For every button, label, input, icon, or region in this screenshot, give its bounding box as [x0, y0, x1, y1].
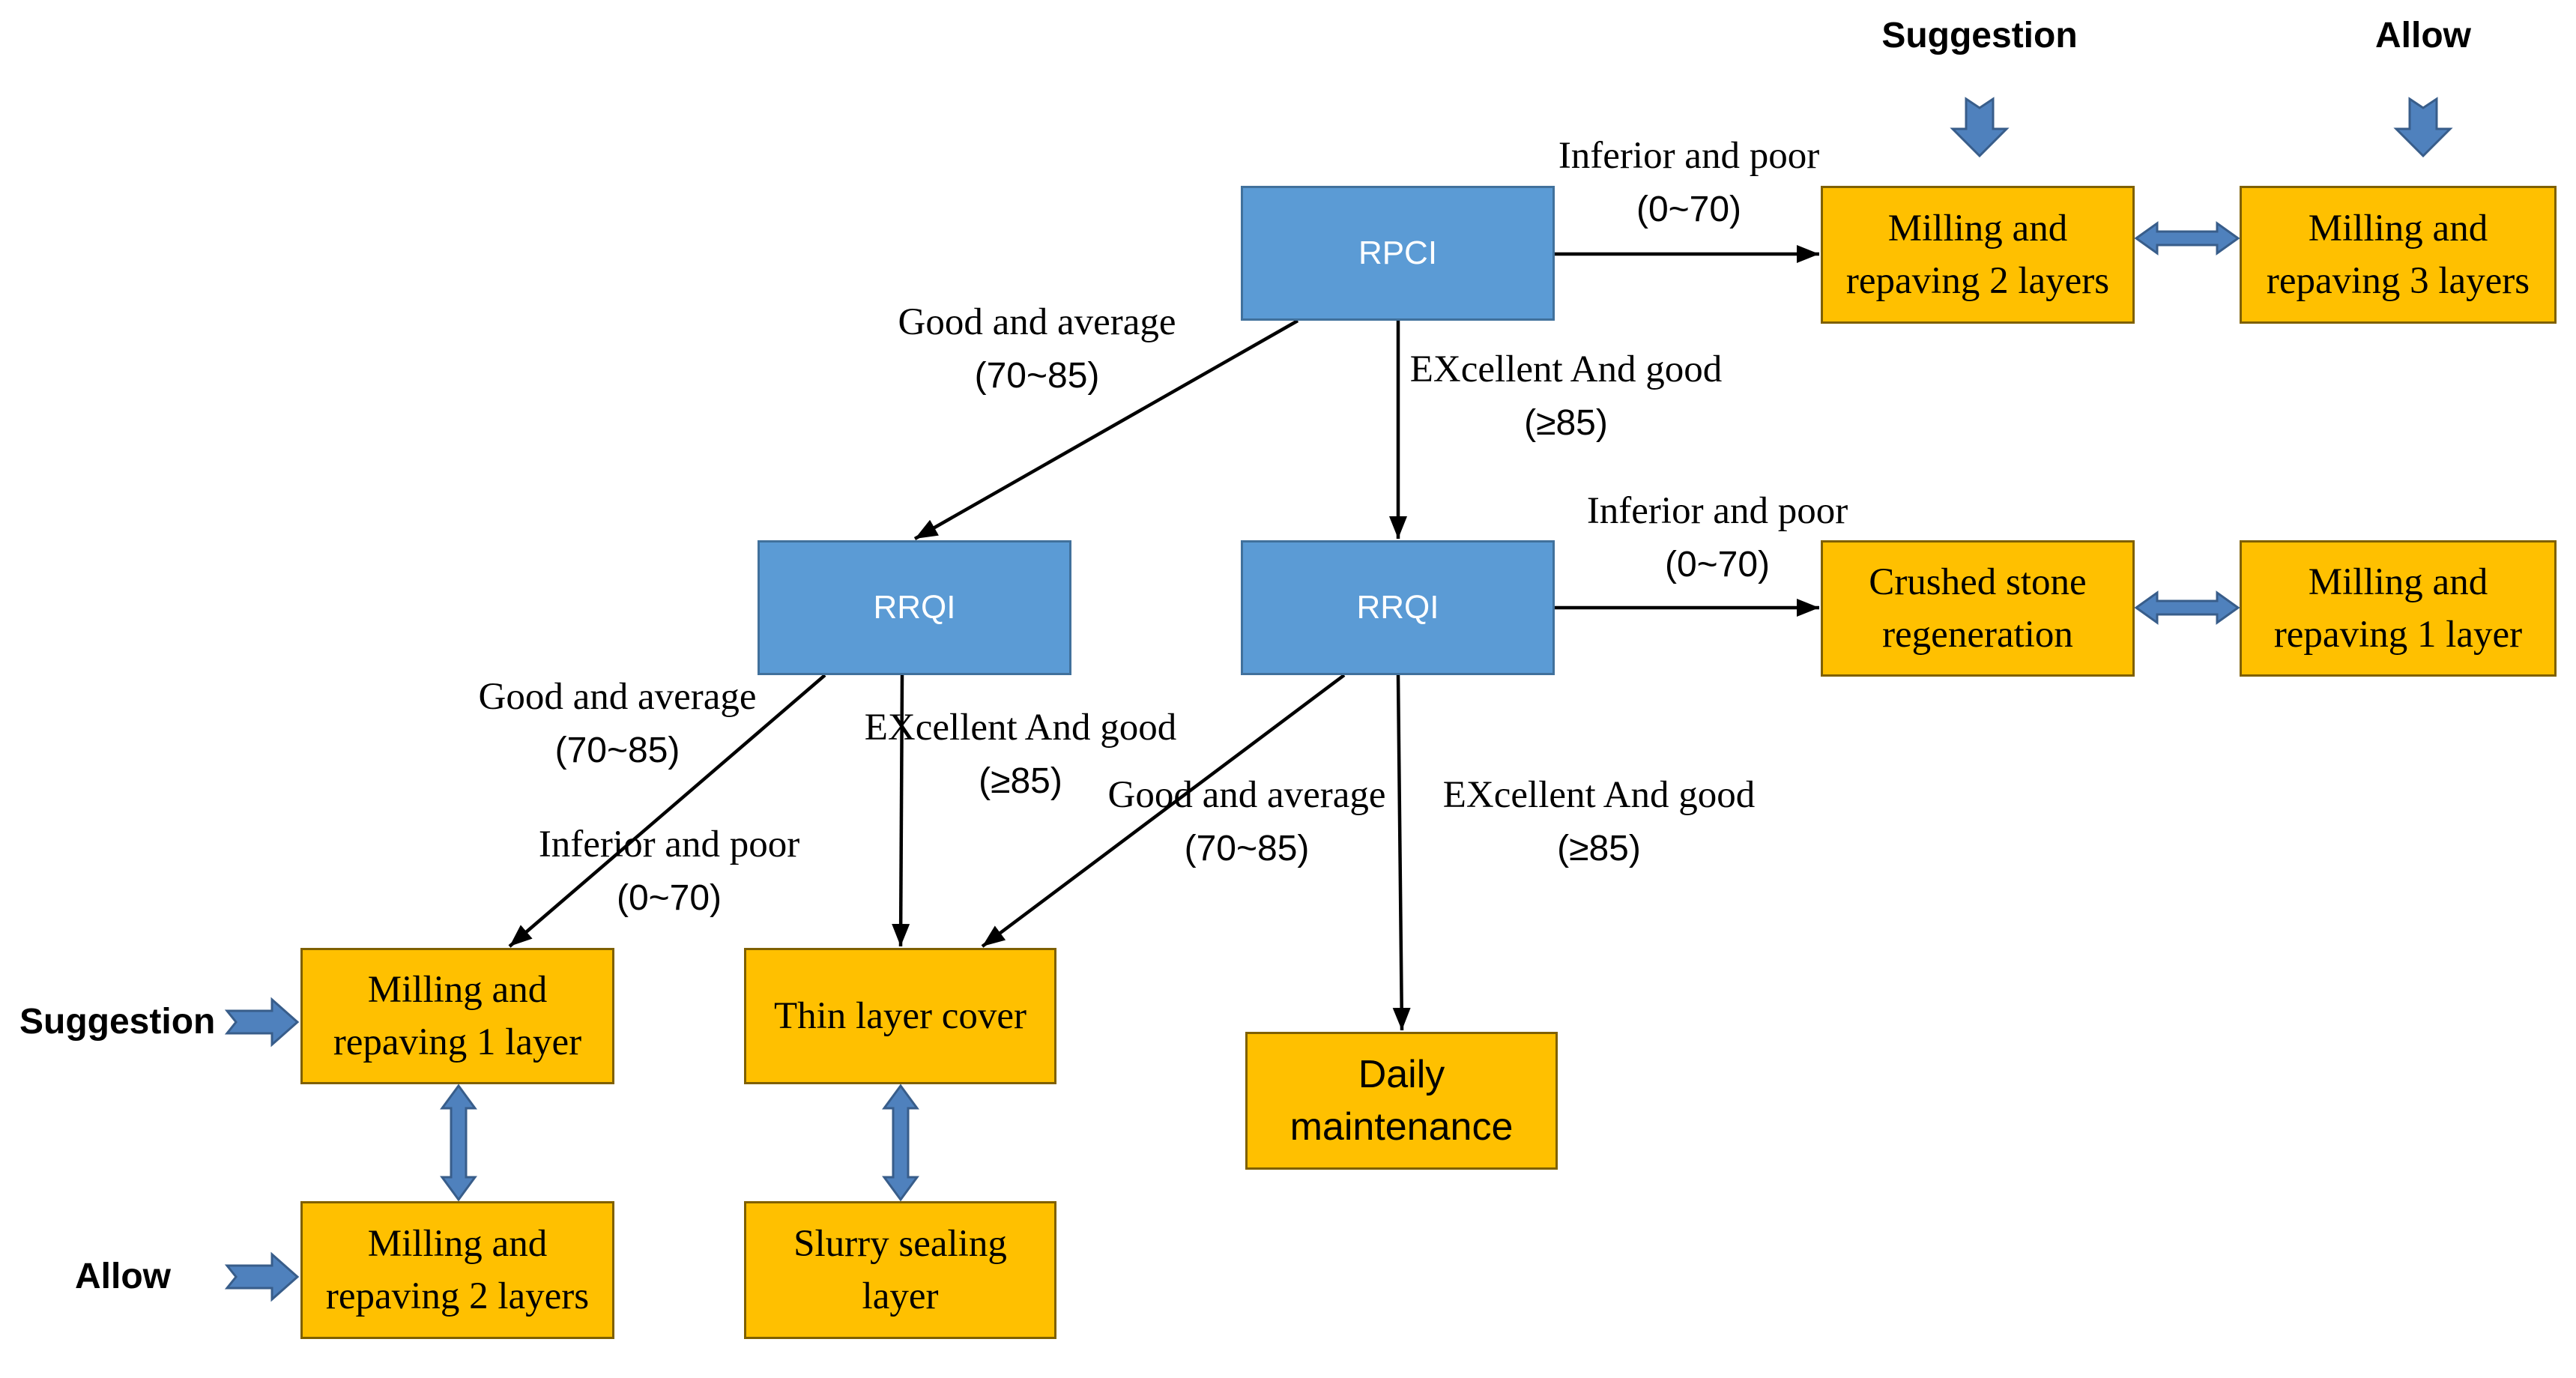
edge-label-rrqi-right-good: Good and average (70~85) — [1052, 768, 1442, 876]
node-line: Crushed stone — [1869, 561, 2087, 603]
slurry-sealing-layer-node: Slurry sealing layer — [744, 1201, 1056, 1339]
edge-label-rrqi-right-inferior: Inferior and poor (0~70) — [1523, 484, 1912, 592]
rpci-node-label: RPCI — [1358, 235, 1438, 271]
rrqi-node-left: RRQI — [758, 540, 1071, 675]
edge-range: (70~85) — [1184, 829, 1310, 868]
edge-condition: Inferior and poor — [1586, 490, 1848, 532]
rpci-node: RPCI — [1241, 186, 1555, 321]
crushed-stone-regeneration-node: Crushed stone regeneration — [1821, 540, 2135, 677]
double-arrow-top-milling-2-3 — [2134, 221, 2240, 256]
node-line: Thin layer cover — [773, 995, 1027, 1037]
node-line: Milling and — [367, 1223, 548, 1265]
edge-label-rrqi-left-good: Good and average (70~85) — [423, 670, 812, 778]
right-arrow-left-suggestion — [224, 997, 300, 1048]
node-line: repaving 1 layer — [2273, 614, 2523, 656]
node-line: repaving 1 layer — [333, 1021, 582, 1063]
node-line: regeneration — [1882, 614, 2073, 656]
edge-condition: Good and average — [1107, 774, 1386, 816]
edge-range: (0~70) — [1664, 545, 1771, 584]
arrow-rrqi-left-to-thin-layer-cover — [892, 674, 910, 947]
node-line: Milling and — [367, 969, 548, 1011]
edge-condition: Inferior and poor — [538, 824, 800, 865]
edge-label-rrqi-right-excellent: EXcellent And good (≥85) — [1404, 768, 1794, 876]
edge-condition: EXcellent And good — [864, 707, 1177, 749]
node-line: Milling and — [2308, 208, 2488, 250]
edge-condition: EXcellent And good — [1442, 774, 1756, 816]
arrow-rrqi-right-to-thin-layer-cover — [981, 674, 1346, 948]
thin-layer-cover-node: Thin layer cover — [744, 948, 1056, 1084]
edge-label-rpci-good: Good and average (70~85) — [842, 295, 1232, 403]
edge-condition: Good and average — [898, 301, 1176, 343]
right-arrow-left-allow — [224, 1251, 300, 1302]
top-milling-2-layers-node: Milling and repaving 2 layers — [1821, 186, 2135, 324]
edge-label-rrqi-left-inferior: Inferior and poor (0~70) — [474, 818, 864, 925]
node-line: repaving 2 layers — [325, 1275, 590, 1317]
arrow-rrqi-right-to-daily-maintenance — [1392, 674, 1411, 1031]
top-suggestion-tag: Suggestion — [1881, 16, 2078, 55]
node-line: repaving 3 layers — [2266, 260, 2530, 302]
top-allow-tag: Allow — [2375, 16, 2471, 55]
edge-label-rpci-inferior: Inferior and poor (0~70) — [1494, 129, 1884, 237]
edge-label-rrqi-left-excellent: EXcellent And good (≥85) — [826, 701, 1215, 809]
left-suggestion-tag: Suggestion — [19, 1002, 216, 1042]
double-arrow-left-milling-1-2 — [440, 1084, 477, 1202]
daily-maintenance-node: Daily maintenance — [1245, 1032, 1558, 1170]
arrow-rpci-to-rrqi-left — [913, 319, 1299, 540]
edge-range: (≥85) — [1524, 403, 1608, 443]
node-line: Slurry sealing — [793, 1223, 1007, 1265]
down-arrow-top-allow — [2393, 97, 2453, 158]
node-line: Milling and — [1887, 208, 2068, 250]
edge-condition: Inferior and poor — [1558, 135, 1820, 177]
edge-range: (0~70) — [1636, 190, 1742, 229]
edge-range: (70~85) — [554, 731, 680, 770]
left-milling-1-layer-node: Milling and repaving 1 layer — [300, 948, 614, 1084]
left-allow-tag: Allow — [75, 1257, 171, 1296]
rrqi-node-right: RRQI — [1241, 540, 1555, 675]
node-line: Milling and — [2308, 561, 2488, 603]
edge-range: (≥85) — [1557, 829, 1641, 868]
edge-range: (70~85) — [974, 356, 1100, 396]
down-arrow-top-suggestion — [1950, 97, 2010, 158]
top-milling-3-layers-node: Milling and repaving 3 layers — [2240, 186, 2557, 324]
edge-condition: Good and average — [478, 676, 757, 718]
node-line: layer — [862, 1275, 939, 1317]
node-line: Daily — [1358, 1053, 1445, 1096]
edge-range: (≥85) — [979, 761, 1062, 801]
arrow-rrqi-left-to-milling-1-layer — [508, 674, 826, 948]
node-line: repaving 2 layers — [1845, 260, 2110, 302]
rrqi-node-right-label: RRQI — [1356, 589, 1439, 626]
right-milling-1-layer-node: Milling and repaving 1 layer — [2240, 540, 2557, 677]
double-arrow-thin-layer-slurry — [882, 1084, 919, 1202]
edge-condition: EXcellent And good — [1409, 348, 1723, 390]
edge-range: (0~70) — [616, 878, 722, 918]
rrqi-node-left-label: RRQI — [873, 589, 956, 626]
node-line: maintenance — [1289, 1105, 1514, 1149]
double-arrow-crushed-stone-milling-1 — [2134, 590, 2240, 625]
left-milling-2-layers-node: Milling and repaving 2 layers — [300, 1201, 614, 1339]
edge-label-rpci-excellent: EXcellent And good (≥85) — [1371, 342, 1761, 450]
